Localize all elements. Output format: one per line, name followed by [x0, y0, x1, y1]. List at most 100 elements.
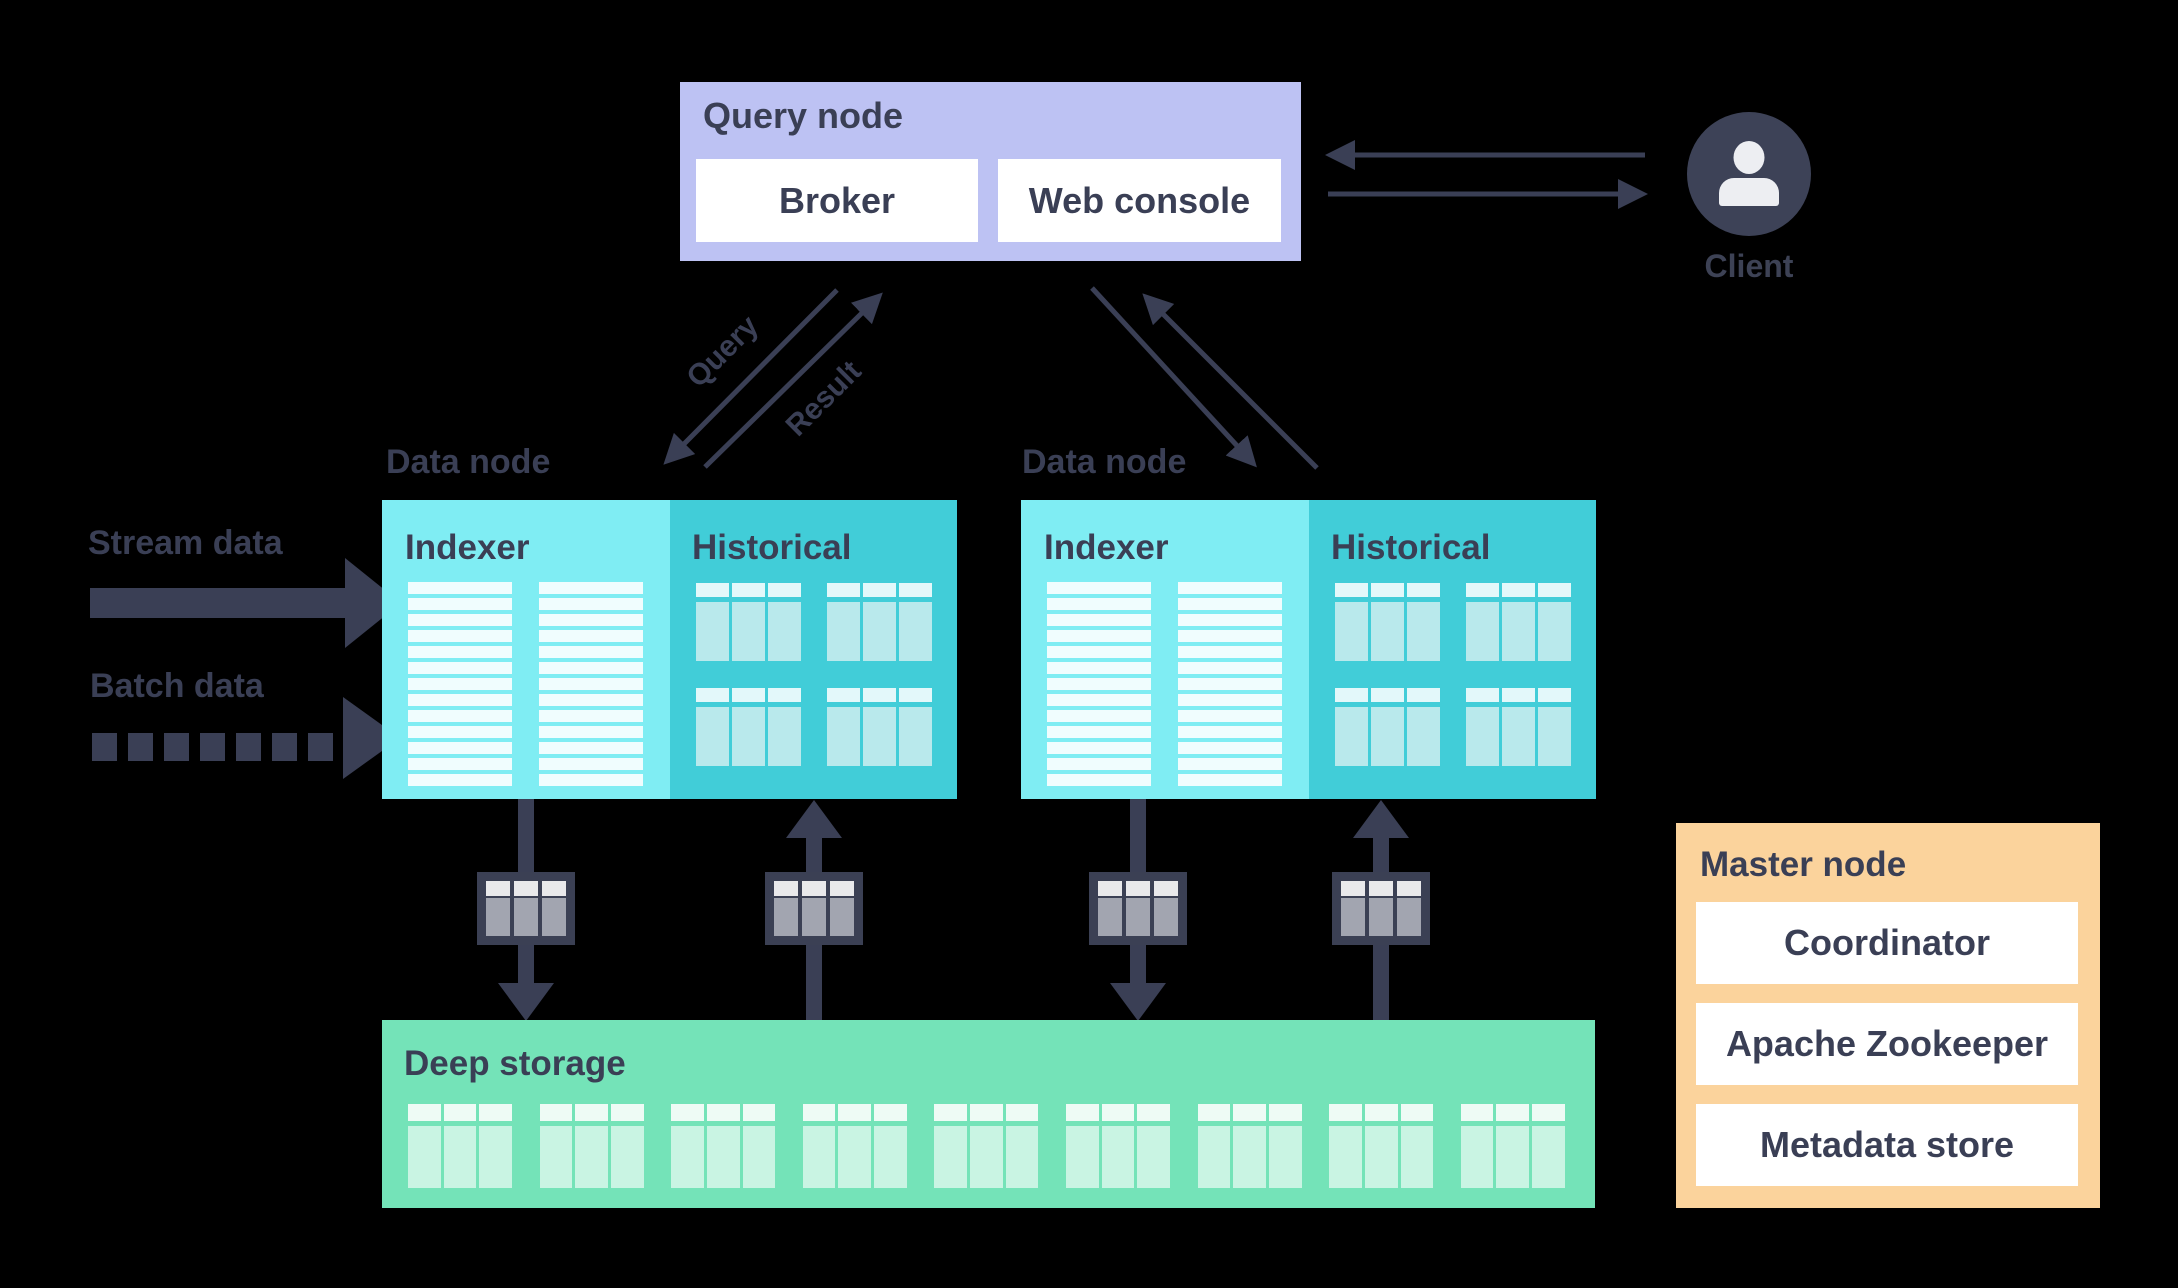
batch-arrow-dash [272, 733, 297, 761]
segment-body-cell [768, 602, 801, 661]
segment-header-cell [1460, 1104, 1494, 1121]
web-console-label: Web console [1028, 179, 1251, 221]
storage-segment-table [802, 1104, 907, 1188]
segment-header-cell [696, 583, 729, 597]
batch-arrow-dashed [92, 733, 342, 761]
segment-body-cell [1466, 602, 1499, 661]
person-icon-body [1719, 178, 1779, 206]
segment-header-cell [899, 583, 932, 597]
segment-body-cell [1369, 898, 1393, 936]
arrow-indexer2-to-storage-head [1110, 983, 1166, 1021]
broker-box: Broker [696, 159, 978, 242]
zookeeper-label: Apache Zookeeper [1725, 1023, 2049, 1064]
segment-column [408, 1104, 441, 1188]
storage-segment-table [1066, 1104, 1171, 1188]
segment-table [827, 688, 932, 766]
stream-data-label: Stream data [88, 524, 283, 562]
data-node-1-label: Data node [386, 443, 551, 481]
segment-column [1502, 583, 1535, 661]
segment-header-cell [610, 1104, 644, 1121]
segment-column [696, 688, 729, 766]
segment-body-cell [696, 707, 729, 766]
segment-header-cell [706, 1104, 740, 1121]
storage-segment-table [1460, 1104, 1565, 1188]
segment-column [1502, 688, 1535, 766]
segment-header-cell [1101, 1104, 1135, 1121]
stream-arrow [90, 588, 345, 618]
data-node-1-box: Indexer Historical [382, 500, 957, 799]
segment-body-cell [899, 707, 932, 766]
segment-header-cell [1532, 1104, 1565, 1121]
segment-column [830, 881, 854, 936]
zookeeper-box: Apache Zookeeper [1696, 1003, 2078, 1085]
segment-column [1407, 688, 1440, 766]
storage-segment-table [1197, 1104, 1302, 1188]
segment-body-cell [1371, 707, 1404, 766]
query-node-title: Query node [703, 95, 904, 136]
segment-header-cell [539, 1104, 573, 1121]
segment-header-cell [575, 1104, 608, 1121]
storage-segment-table [539, 1104, 644, 1188]
batch-arrow-dash [308, 733, 333, 761]
segment-icon [765, 872, 863, 945]
segment-header-cell [774, 881, 798, 896]
segment-column [899, 583, 932, 661]
historical-label: Historical [1331, 528, 1491, 567]
segment-header-cell [1369, 881, 1393, 896]
segment-header-cell [1397, 881, 1421, 896]
segment-column [802, 1104, 836, 1188]
segment-column [1364, 1104, 1398, 1188]
segment-body-cell [408, 1126, 441, 1188]
segment-body-cell [1341, 898, 1365, 936]
segment-table [1335, 583, 1440, 661]
segment-header-cell [1329, 1104, 1362, 1121]
segment-body-cell [838, 1126, 872, 1188]
coordinator-label: Coordinator [1784, 922, 1990, 963]
segment-body-cell [863, 602, 896, 661]
segment-header-cell [1538, 688, 1571, 702]
segment-column [1538, 688, 1571, 766]
result-flow-label: Result [779, 354, 868, 443]
segment-body-cell [1101, 1126, 1135, 1188]
segment-column [696, 583, 729, 661]
segment-header-cell [1268, 1104, 1302, 1121]
deep-storage-label: Deep storage [404, 1044, 626, 1083]
segment-table [696, 688, 801, 766]
segment-body-cell [827, 707, 860, 766]
segment-column [1397, 881, 1421, 936]
segment-body-cell [899, 602, 932, 661]
segment-body-cell [1496, 1126, 1530, 1188]
segment-body-cell [874, 1126, 907, 1188]
segment-body-cell [479, 1126, 513, 1188]
segment-body-cell [1335, 707, 1368, 766]
segment-body-cell [443, 1126, 477, 1188]
segment-column [774, 881, 798, 936]
segment-column [768, 688, 801, 766]
segment-column [1329, 1104, 1362, 1188]
segment-column [1268, 1104, 1302, 1188]
arrow-indexer1-to-storage-head [498, 983, 554, 1021]
segment-body-cell [1268, 1126, 1302, 1188]
client-label: Client [1704, 248, 1794, 284]
segment-body-cell [1502, 707, 1535, 766]
segment-column [1460, 1104, 1494, 1188]
segment-body-cell [1197, 1126, 1231, 1188]
segment-column [1532, 1104, 1565, 1188]
segment-column [827, 583, 860, 661]
query-flow-label: Query [680, 309, 765, 394]
segment-column [539, 1104, 573, 1188]
client-avatar [1687, 112, 1811, 236]
segment-body-cell [1502, 602, 1535, 661]
segment-table [1466, 583, 1571, 661]
storage-segment-table [408, 1104, 513, 1188]
segment-header-cell [1335, 583, 1368, 597]
historical-label: Historical [692, 528, 852, 567]
query-node-box: Query node Broker Web console [680, 82, 1301, 261]
segment-column [1335, 583, 1368, 661]
segment-header-cell [768, 688, 801, 702]
segment-column [1369, 881, 1393, 936]
master-node-title: Master node [1700, 845, 1907, 884]
segment-body-cell [768, 707, 801, 766]
segment-header-cell [970, 1104, 1003, 1121]
